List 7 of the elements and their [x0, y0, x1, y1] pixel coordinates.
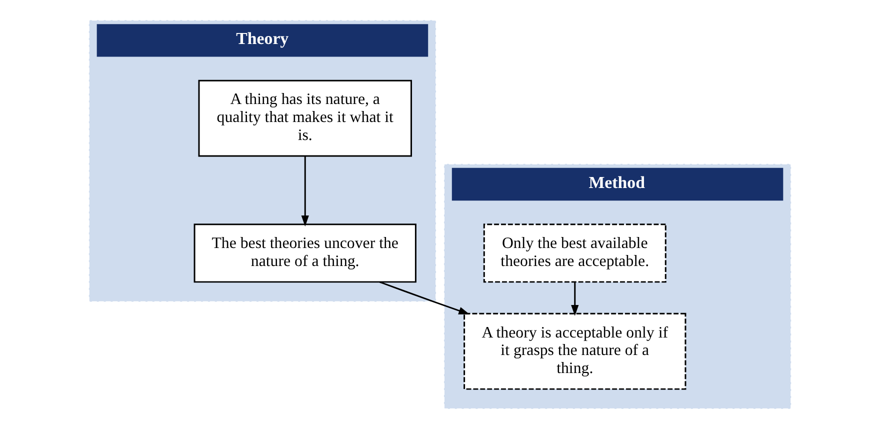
- node-box: A theory is acceptable only if it grasps the nature of a thing.: [463, 312, 686, 390]
- node-box: The best theories uncover the nature of a thing.: [193, 224, 416, 283]
- arrow: [378, 281, 470, 314]
- arrow: [570, 282, 578, 316]
- arrow: [300, 156, 308, 226]
- node-box: Only the best available theories are acceptable.: [482, 224, 666, 283]
- node-box: A thing has its nature, a quality that makes it what it is.: [198, 80, 412, 157]
